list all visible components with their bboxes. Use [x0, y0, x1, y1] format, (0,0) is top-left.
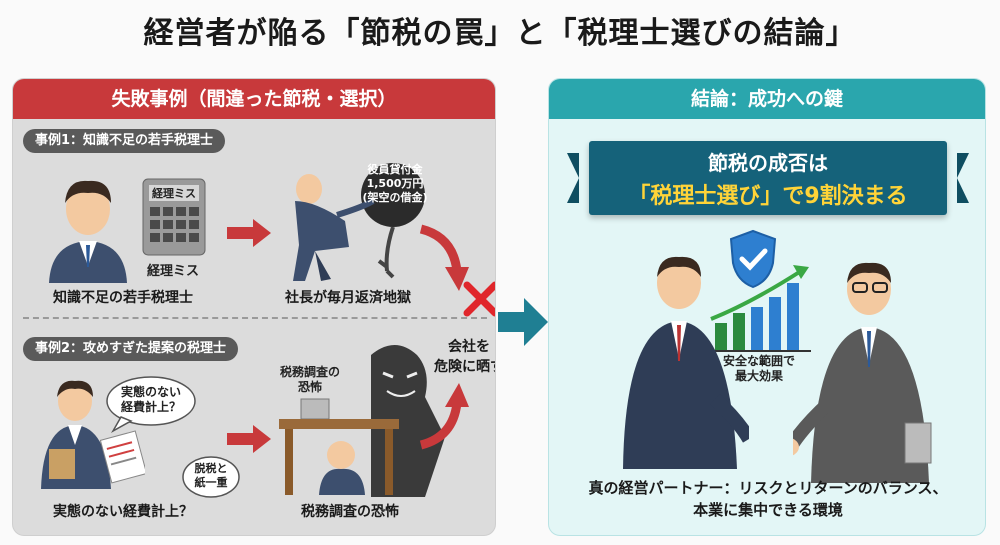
chart-label: 安全な範囲で 最大効果 [709, 354, 809, 384]
debt-ball-label: 役員貸付金 1,500万円 (架空の借金) [361, 163, 429, 205]
speech-bubble-line-2: 経費計上？ [120, 400, 181, 414]
speech-bubble-text: 実態のない 経費計上？ [111, 385, 191, 415]
tax-audit-fear-illustration [279, 345, 445, 497]
conclusion-banner: 節税の成否は 「税理士選び」で9割決まる [567, 141, 969, 215]
chart-label-2: 最大効果 [734, 369, 783, 383]
debt-ball-label-2: 1,500万円 [366, 177, 424, 190]
growth-bar-chart-icon [709, 265, 811, 352]
calculator-label: 経理ミス [152, 187, 196, 200]
shield-check-icon [729, 229, 777, 289]
debt-burden-caption: 社長が毎月返済地獄 [285, 290, 411, 306]
debt-ball-label-1: 役員貸付金 [367, 163, 423, 176]
big-arrow-right-icon [498, 298, 548, 346]
tax-audit-label: 税務調査の 恐怖 [275, 365, 345, 395]
case1-tag: 事例1：知識不足の若手税理士 [23, 129, 226, 153]
conclusion-header: 結論：成功への鍵 [549, 79, 985, 119]
accountant-handshake-illustration [623, 256, 749, 469]
banner-line-2: 「税理士選び」で9割決まる [628, 184, 908, 209]
tax-audit-label-2: 恐怖 [297, 380, 322, 394]
client-handshake-illustration [793, 262, 932, 483]
failure-cases-panel: 失敗事例（間違った節税・選択） 事例1：知識不足の若手税理士 経理ミス 経理ミス… [12, 78, 496, 536]
risk-result-text: 会社を 危険に晒す [429, 337, 495, 377]
small-speech-bubble-icon [182, 456, 240, 498]
speech-bubble-line-1: 実態のない [120, 385, 181, 399]
risk-result-line-1: 会社を [448, 339, 490, 355]
partner-summary-line-1: 真の経営パートナー：リスクとリターンのバランス、 [588, 479, 948, 497]
arrow-right-icon [227, 219, 271, 247]
failure-cases-header: 失敗事例（間違った節税・選択） [13, 79, 495, 119]
young-accountant-illustration [49, 180, 127, 283]
conclusion-panel: 結論：成功への鍵 節税の成否は 「税理士選び」で9割決まる 安全な範囲で 最大効… [548, 78, 986, 536]
case2-tag: 事例2：攻めすぎた提案の税理士 [23, 337, 239, 361]
aggressive-accountant-caption: 実態のない経費計上？ [53, 504, 193, 520]
risk-result-line-2: 危険に晒す [434, 359, 495, 375]
partner-summary-line-2: 本業に集中できる環境 [693, 501, 843, 519]
small-bubble-line-2: 紙一重 [194, 476, 228, 489]
curved-arrow-up-icon [419, 383, 469, 450]
case-divider [23, 317, 487, 319]
small-bubble-text: 脱税と 紙一重 [181, 462, 241, 490]
aggressive-accountant-illustration [41, 380, 145, 489]
debt-ball-label-3: (架空の借金) [362, 191, 428, 204]
chart-label-1: 安全な範囲で [722, 354, 795, 368]
banner-line-1: 節税の成否は [708, 151, 828, 175]
president-debt-illustration [293, 163, 425, 281]
page-title: 経営者が陥る「節税の罠」と「税理士選びの結論」 [143, 16, 857, 51]
tax-audit-label-1: 税務調査の [279, 365, 340, 379]
tax-audit-caption: 税務調査の恐怖 [301, 504, 399, 520]
calculator-icon [142, 178, 206, 256]
young-accountant-caption: 知識不足の若手税理士 [53, 290, 193, 306]
accounting-error-caption: 経理ミス [146, 264, 199, 279]
curved-arrow-down-icon [419, 224, 469, 291]
arrow-right-icon [227, 425, 271, 453]
partner-summary-text: 真の経営パートナー：リスクとリターンのバランス、 本業に集中できる環境 [559, 477, 977, 521]
cross-icon [463, 281, 495, 317]
small-bubble-line-1: 脱税と [194, 462, 228, 475]
speech-bubble-icon [106, 376, 196, 433]
